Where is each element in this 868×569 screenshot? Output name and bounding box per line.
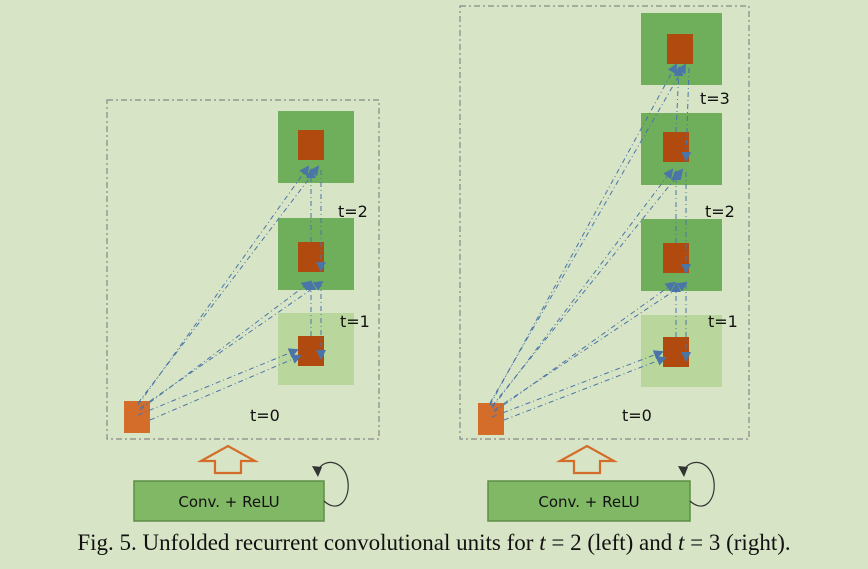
caption-suffix: = 3 (right). [684, 530, 791, 555]
caption-var-t: t [678, 530, 685, 555]
right-label-t3: t=3 [700, 89, 730, 108]
left-unit-t0 [298, 336, 324, 366]
right-conv-relu-label: Conv. + ReLU [538, 493, 639, 511]
left-connection [139, 280, 324, 409]
left-connections [137, 165, 326, 421]
right-up-arrow-icon [555, 444, 619, 475]
left-conv-relu-label: Conv. + ReLU [178, 493, 279, 511]
left-recurrent-loop-icon [317, 461, 349, 507]
left-label-t0: t=0 [250, 406, 280, 425]
left-connection [137, 165, 320, 404]
right-loop-arrowhead-icon [678, 466, 688, 477]
right-connection [493, 281, 688, 411]
right-input-unit [478, 403, 504, 435]
left-unit-t1 [298, 242, 324, 272]
right-unit-t1 [663, 243, 689, 273]
caption-mid: = 2 (left) and [545, 530, 678, 555]
right-connection [503, 356, 667, 421]
caption-prefix: Fig. 5. Unfolded recurrent convolutional… [77, 530, 540, 555]
left-unit-t2 [298, 130, 324, 160]
right-connection [491, 168, 684, 407]
right-label-t1: t=1 [708, 312, 738, 331]
left-input-unit [124, 401, 150, 433]
right-label-t2: t=2 [705, 202, 735, 221]
left-conv-relu-block [133, 480, 325, 522]
left-up-arrow-icon [196, 444, 260, 475]
left-loop-arrowhead-icon [312, 466, 322, 477]
right-recurrent-loop-icon [683, 461, 715, 507]
right-connection [681, 67, 692, 162]
right-unfold-frame [459, 5, 750, 440]
right-panel: t=3 t=2 t=1 t=0 Conv. + ReLU [459, 5, 750, 522]
left-panel: t=2 t=1 t=0 Conv. + ReLU [106, 99, 380, 522]
right-connection [489, 63, 686, 404]
caption-var-t: t [539, 530, 546, 555]
right-connection [493, 281, 676, 413]
right-unit-t2 [663, 132, 689, 162]
left-unfold-frame [106, 99, 380, 440]
right-unit-t3 [667, 34, 693, 64]
right-connections [489, 63, 692, 421]
left-label-t2: t=2 [338, 202, 368, 221]
left-label-t1: t=1 [340, 312, 370, 331]
left-connection [137, 348, 299, 416]
right-label-t0: t=0 [622, 406, 652, 425]
right-connection [673, 66, 684, 133]
right-unit-t0 [663, 337, 689, 367]
left-connection [137, 165, 310, 406]
left-connection [149, 354, 302, 421]
figure-caption: Fig. 5. Unfolded recurrent convolutional… [0, 530, 868, 556]
right-conv-relu-block [487, 480, 691, 522]
